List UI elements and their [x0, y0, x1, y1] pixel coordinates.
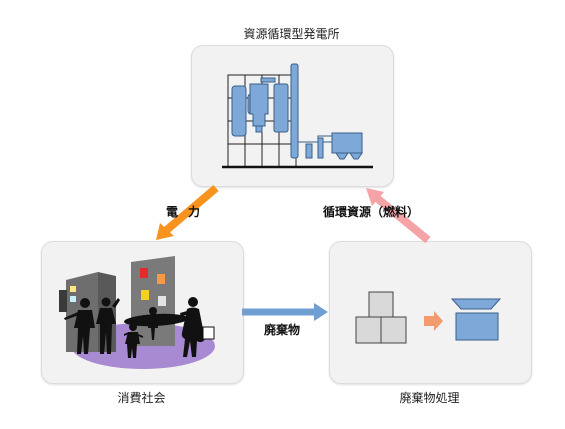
waste-treatment-illustration	[355, 291, 502, 344]
consumer-society-illustration	[59, 256, 215, 369]
waste-treatment-label: 廃棄物処理	[399, 391, 460, 405]
process-arrow	[424, 311, 443, 331]
shopping-bag	[202, 326, 215, 340]
people-silhouettes	[64, 297, 205, 358]
treatment-container	[450, 298, 502, 341]
waste-blocks	[355, 291, 407, 344]
power-plant-label: 資源循環型発電所	[243, 27, 340, 41]
power-arrow	[156, 184, 219, 240]
boiler-equipment	[231, 63, 363, 160]
power-flow-label: 電力	[166, 205, 211, 219]
power-plant-illustration	[222, 63, 373, 169]
consumer-society-label: 消費社会	[117, 391, 166, 405]
waste-arrow	[242, 303, 328, 321]
waste-flow-label: 廃棄物	[264, 323, 301, 337]
resources-arrow	[366, 188, 431, 244]
recycled-resources-flow-label: 循環資源（燃料）	[323, 205, 420, 219]
chimney	[290, 63, 299, 159]
